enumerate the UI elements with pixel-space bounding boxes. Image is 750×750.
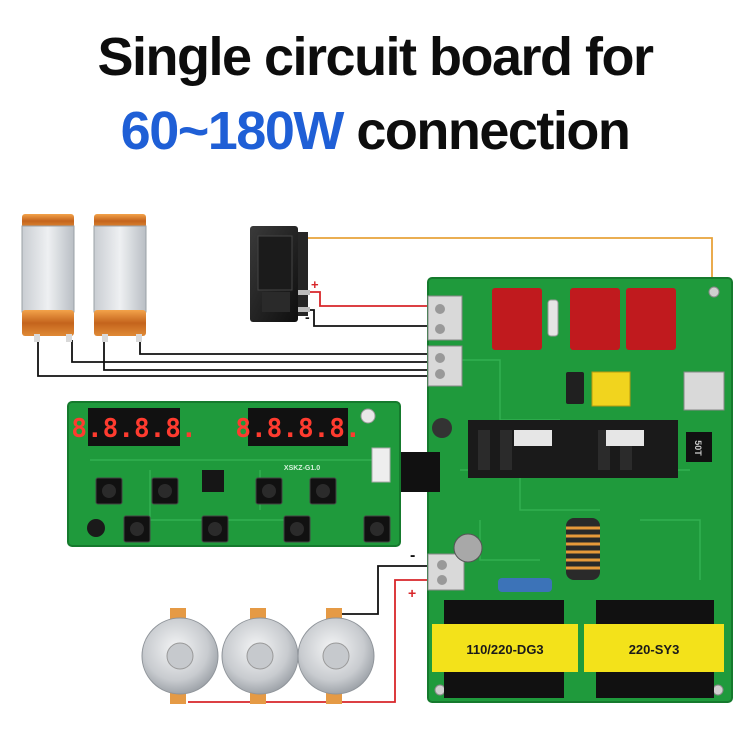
right-terminal (683, 371, 725, 411)
relay-1 (492, 288, 542, 350)
transducer-terminal (427, 553, 465, 591)
inductor-coil (566, 518, 600, 580)
ultrasonic-transducers (141, 608, 375, 704)
power-switch-module: + - (250, 226, 319, 325)
relay-2 (570, 288, 620, 350)
relay-3 (626, 288, 676, 350)
headline-line-2-rest: connection (342, 101, 631, 161)
transducer-2 (221, 608, 299, 704)
transformer-right-label: 220-SY3 (629, 642, 680, 657)
display-right (248, 408, 348, 446)
control-buttons (95, 477, 391, 543)
display-left-digits: 8.8.8.8. (71, 414, 196, 444)
transducer-plus-label: + (408, 585, 416, 601)
heater-terminal (427, 345, 463, 387)
heating-element-1 (21, 214, 75, 342)
display-right-digits: 8.8.8.8. (235, 414, 360, 444)
switch-minus-label: - (305, 309, 310, 325)
wiring (37, 237, 713, 703)
power-red-wire (308, 291, 432, 307)
transformer-left-label: 110/220-DG3 (466, 642, 543, 657)
transducer-red-wire (188, 579, 432, 703)
heat-sink (468, 420, 678, 478)
power-range-text: 60~180W (120, 101, 345, 161)
transformer-right: 220-SY3 (584, 600, 724, 698)
transducer-3 (297, 608, 375, 704)
transducer-black-wire (340, 565, 432, 615)
display-left (88, 408, 180, 446)
heater-wire-2 (71, 340, 432, 363)
heater-wire-3 (103, 340, 432, 371)
heater-wire-4 (139, 340, 432, 355)
switch-plus-label: + (311, 277, 319, 292)
heater-wire-1 (37, 340, 432, 377)
transformer-left: 110/220-DG3 (432, 600, 578, 698)
headline-line-1: Single circuit board for (97, 27, 654, 87)
power-black-wire (308, 309, 432, 327)
main-circuit-board: 50T 110/220-DG3 220-SY3 - + (408, 277, 733, 703)
control-display-board: 8.8.8.8. 8.8.8.8. XSKZ-G1.0 (67, 401, 440, 547)
orange-wire (300, 237, 713, 290)
transducer-minus-label: - (410, 547, 415, 564)
power-input-terminal (427, 295, 463, 341)
headline-line-2: 60~180W connection (0, 100, 750, 162)
side-component-code: 50T (693, 440, 703, 456)
heating-element-2 (93, 214, 147, 342)
board-model-label: XSKZ-G1.0 (284, 465, 320, 472)
transducer-1 (141, 608, 219, 704)
